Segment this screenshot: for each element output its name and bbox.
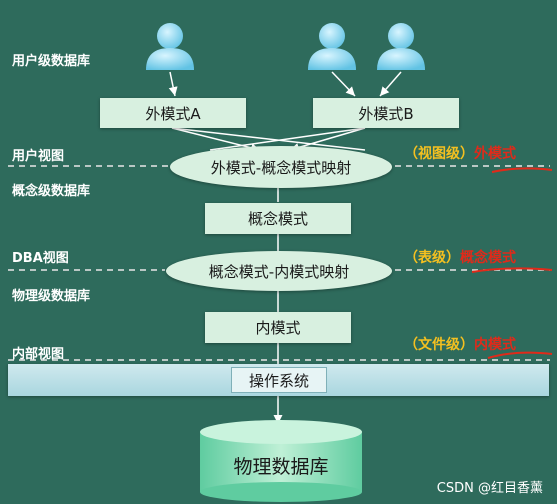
level-paren: （文件级） bbox=[404, 337, 474, 353]
level-paren: （表级） bbox=[404, 250, 460, 266]
watermark: CSDN @红目香薰 bbox=[436, 481, 543, 496]
level-name: 外模式 bbox=[474, 146, 516, 162]
red-underline bbox=[471, 267, 553, 273]
user-icon bbox=[146, 23, 194, 70]
level-conceptual: （表级）概念模式 bbox=[404, 247, 516, 267]
physical-db-label: 物理数据库 bbox=[233, 456, 329, 478]
level-name: 内模式 bbox=[474, 337, 516, 353]
label-user-view: 用户视图 bbox=[12, 149, 65, 164]
label-dba-view: DBA视图 bbox=[12, 251, 69, 266]
label-internal-view: 内部视图 bbox=[12, 347, 65, 362]
internal-schema-box: 内模式 bbox=[205, 312, 351, 343]
external-schema-b-box: 外模式B bbox=[313, 98, 459, 128]
external-conceptual-mapping: 外模式-概念模式映射 bbox=[170, 146, 392, 188]
level-internal: （文件级）内模式 bbox=[404, 334, 516, 354]
database-cylinder-icon bbox=[200, 420, 362, 502]
red-underline bbox=[487, 351, 553, 359]
level-name: 概念模式 bbox=[460, 250, 516, 266]
label-physical-db: 物理级数据库 bbox=[12, 289, 91, 304]
external-schema-a-box: 外模式A bbox=[100, 98, 246, 128]
level-external: （视图级）外模式 bbox=[404, 143, 516, 163]
conceptual-internal-mapping: 概念模式-内模式映射 bbox=[166, 251, 392, 291]
os-label: 操作系统 bbox=[231, 367, 327, 393]
conceptual-schema-box: 概念模式 bbox=[205, 203, 351, 234]
user-icon bbox=[308, 23, 356, 70]
label-concept-db: 概念级数据库 bbox=[12, 184, 91, 199]
user-icon bbox=[377, 23, 425, 70]
red-underline bbox=[491, 167, 553, 173]
label-user-db: 用户级数据库 bbox=[12, 54, 91, 69]
level-paren: （视图级） bbox=[404, 146, 474, 162]
